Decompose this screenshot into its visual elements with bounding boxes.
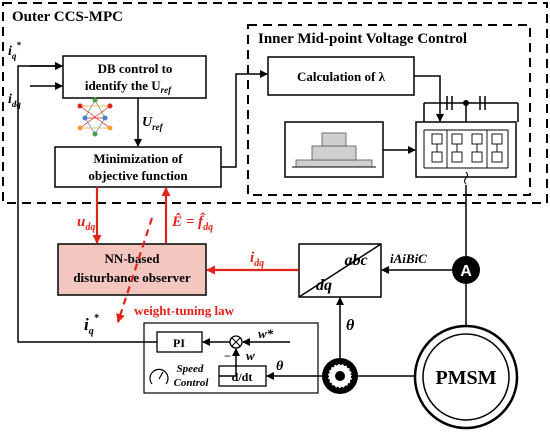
pmsm-label: PMSM: [435, 367, 496, 389]
lambda-label: Calculation of λ: [297, 69, 386, 84]
speed-control-line2: Control: [174, 377, 210, 389]
transform-diagonal: [298, 243, 382, 298]
ddt-label: d/dt: [232, 370, 253, 384]
pi-label: PI: [173, 336, 185, 350]
speed-control-line1: Speed: [177, 363, 204, 375]
lambda-block: [267, 56, 415, 96]
midpoint-node: [463, 100, 469, 106]
neural-network-icon: [77, 97, 113, 137]
pwm-block: [284, 121, 384, 178]
label-idq-top: idq: [8, 92, 21, 109]
label-w: w: [246, 348, 255, 363]
label-uref: Uref: [142, 115, 164, 132]
encoder-icon: [322, 358, 358, 394]
label-minus: −: [224, 349, 231, 363]
inner-voltage-region: [247, 24, 531, 196]
dc-capacitors: [423, 96, 519, 122]
ammeter-label: A: [460, 263, 472, 280]
label-ehat: Ê = f̂dq: [171, 212, 213, 233]
label-currents: iAiBiC: [390, 251, 427, 266]
db-control-line1: DB control to: [98, 61, 173, 76]
transform-dq: dq: [316, 277, 332, 294]
transform-abc: abc: [344, 252, 367, 269]
black-signal-lines: [17, 62, 467, 380]
label-idq-red: idq: [250, 250, 264, 269]
label-udq: udq: [77, 214, 95, 233]
inner-voltage-title: Inner Mid-point Voltage Control: [258, 31, 467, 47]
inverter-block: [415, 121, 517, 185]
pmsm-inner-ring: [422, 333, 510, 421]
db-control-block: [62, 55, 207, 99]
weight-tuning-label: weight-tuning law: [134, 303, 235, 318]
nn-observer-line1: NN-based: [105, 251, 161, 266]
label-iq-star-bottom: iq*: [84, 313, 100, 337]
red-signal-lines: [92, 187, 298, 323]
ammeter-icon: [452, 256, 480, 284]
summing-junction: [229, 335, 243, 349]
label-theta-up: θ: [346, 317, 355, 334]
outer-mpc-region: [2, 2, 548, 204]
outer-mpc-title: Outer CCS-MPC: [12, 9, 123, 25]
label-w-star: w*: [258, 326, 274, 341]
minimization-block: [54, 146, 222, 188]
speedometer-icon: [149, 368, 169, 385]
minimization-line2: objective function: [88, 168, 188, 183]
label-iq-star-top: iq*: [8, 40, 21, 61]
db-control-line2: identify the Uref: [85, 78, 172, 95]
nn-observer-block: [57, 243, 207, 296]
minimization-line1: Minimization of: [93, 151, 183, 166]
label-theta-ddt: θ: [276, 359, 284, 374]
